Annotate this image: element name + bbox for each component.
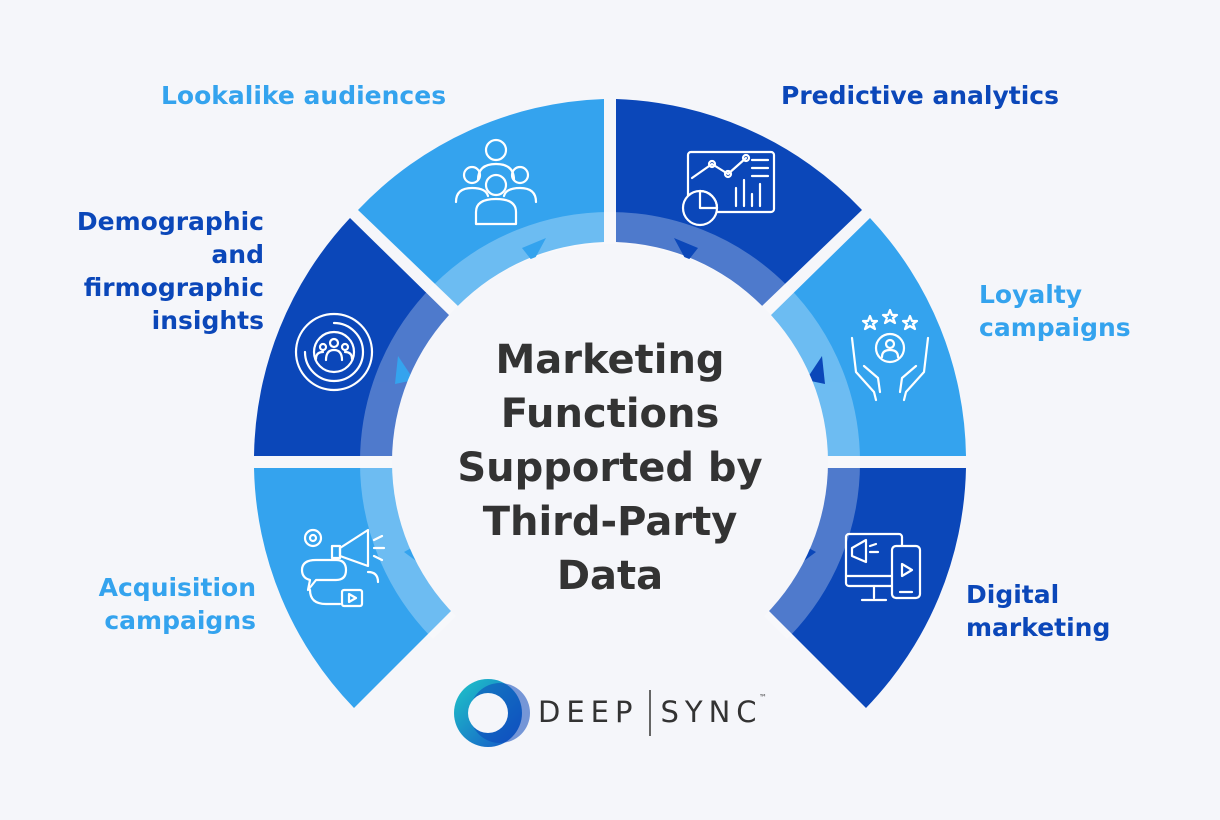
brand-word-right: SYNC xyxy=(660,695,763,729)
label-predictive-analytics: Predictive analytics xyxy=(781,81,1059,110)
devices-megaphone-icon xyxy=(844,532,922,602)
megaphone-chat-icon xyxy=(300,528,386,608)
segment-loyalty-campaigns xyxy=(770,218,966,456)
brand-divider xyxy=(649,690,651,736)
segment-demographic-insights xyxy=(254,218,450,456)
segment-predictive-analytics xyxy=(616,99,862,306)
brand-trademark: ™ xyxy=(759,693,767,702)
deep-sync-logo-icon xyxy=(454,679,530,747)
analytics-dashboard-icon xyxy=(681,150,776,227)
label-digital-marketing: Digital marketing xyxy=(966,580,1111,642)
label-demographic-insights: Demographic and firmographic insights xyxy=(76,207,264,335)
diagram-title: Marketing Functions Supported by Third-P… xyxy=(457,337,763,599)
audience-group-icon xyxy=(454,138,538,226)
label-acquisition-campaigns: Acquisition campaigns xyxy=(98,573,256,635)
label-lookalike-audiences: Lookalike audiences xyxy=(161,81,447,110)
label-loyalty-campaigns: Loyalty campaigns xyxy=(979,280,1131,342)
brand-wordmark: DEEP SYNC xyxy=(538,695,763,729)
brand-word-left: DEEP xyxy=(538,695,639,729)
target-people-icon xyxy=(294,312,374,392)
center-circle xyxy=(392,244,828,680)
hands-stars-icon xyxy=(850,308,930,402)
